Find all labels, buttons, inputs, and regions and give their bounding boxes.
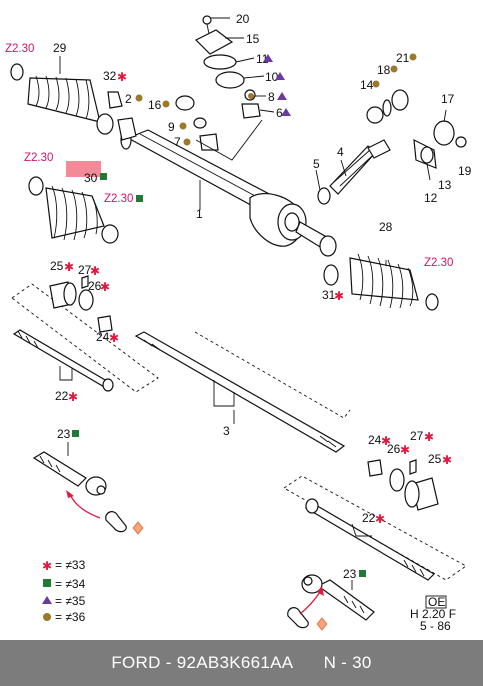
tie-rod-22-left: [12, 329, 114, 392]
label-23-right: 23: [343, 567, 357, 581]
stamp-box-text: OE: [428, 595, 445, 609]
part-labels: 20 15 11 10 8 6 29 32 2 16 9 7 21 18 14 …: [50, 12, 472, 581]
label-16: 16: [148, 98, 162, 112]
label-8: 8: [268, 90, 275, 104]
label-1: 1: [196, 207, 203, 221]
legend-text-0: = ≠33: [55, 558, 86, 572]
torque-label-3: Z2.30: [104, 193, 133, 205]
svg-text:✱: ✱: [64, 260, 74, 274]
torque-labels: Z2.30 Z2.30 Z2.30 Z2.30: [5, 43, 453, 269]
label-6: 6: [276, 106, 283, 120]
inner-left-parts: [49, 275, 113, 333]
footer-page-number: N - 30: [323, 653, 372, 672]
legend-star-icon: ✱: [42, 559, 52, 573]
rack-housing: [120, 129, 337, 257]
svg-text:✱: ✱: [334, 289, 344, 303]
label-25-left: 25: [50, 259, 64, 273]
label-14: 14: [360, 78, 374, 92]
svg-text:✱: ✱: [381, 434, 391, 448]
label-9: 9: [168, 120, 175, 134]
label-5: 5: [313, 157, 320, 171]
label-22-left: 22: [55, 389, 69, 403]
footer-spacer: [293, 653, 323, 673]
label-7: 7: [174, 135, 181, 149]
symbol-markers: ✱ ✱ ✱ ✱ ✱ ✱ ✱ ✱ ✱ ✱ ✱ ✱: [64, 53, 452, 577]
pinion-small-parts: [107, 91, 219, 151]
svg-text:✱: ✱: [375, 512, 385, 526]
label-4: 4: [337, 145, 344, 159]
label-10: 10: [265, 70, 279, 84]
label-19: 19: [458, 164, 472, 178]
torque-label-2: Z2.30: [24, 152, 53, 164]
label-12: 12: [424, 191, 438, 205]
svg-text:✱: ✱: [400, 443, 410, 457]
footer-part-number: FORD - 92AB3K661AA: [111, 653, 294, 672]
highlight-marker: [66, 161, 101, 177]
tie-rod-end-23-right: [301, 574, 375, 621]
label-23-left: 23: [57, 427, 71, 441]
stamp-line-2: 5 - 86: [420, 619, 451, 633]
legend-text-3: = ≠36: [55, 610, 86, 624]
label-27-right: 27: [410, 429, 424, 443]
label-3: 3: [223, 424, 230, 438]
label-24-right: 24: [368, 433, 382, 447]
label-30: 30: [84, 171, 98, 185]
clip-31: [323, 264, 339, 286]
svg-text:✱: ✱: [442, 453, 452, 467]
tie-rod-22-right: [304, 498, 435, 581]
rack-bar-3: [134, 331, 351, 453]
torque-label-1: Z2.30: [5, 43, 34, 55]
legend-circle-icon: [43, 613, 51, 621]
legend: ✱ = ≠33 = ≠34 = ≠35 = ≠36: [42, 558, 86, 624]
steering-rack-exploded-diagram: 20 15 11 10 8 6 29 32 2 16 9 7 21 18 14 …: [5, 12, 472, 633]
split-pin-right: [287, 586, 328, 631]
drawing-stamp: OE H 2.20 F 5 - 86: [410, 595, 456, 633]
svg-text:✱: ✱: [117, 70, 127, 84]
reference-box-upper: [11, 283, 159, 393]
label-29: 29: [53, 41, 67, 55]
legend-square-icon: [43, 579, 51, 587]
svg-text:✱: ✱: [68, 390, 78, 404]
label-18: 18: [377, 63, 391, 77]
bellows-28: [349, 253, 439, 311]
label-15: 15: [246, 32, 260, 46]
label-27-left: 27: [78, 263, 92, 277]
label-32: 32: [103, 69, 117, 83]
label-25-right: 25: [428, 452, 442, 466]
bellows-29: [10, 63, 114, 135]
bellows-30: [28, 176, 119, 244]
split-pin-left: [66, 490, 144, 535]
svg-text:✱: ✱: [90, 264, 100, 278]
legend-text-1: = ≠34: [55, 577, 86, 591]
torque-label-4: Z2.30: [424, 257, 453, 269]
label-11: 11: [256, 52, 269, 66]
label-24-left: 24: [96, 330, 110, 344]
svg-text:✱: ✱: [109, 331, 119, 345]
label-21: 21: [396, 51, 410, 65]
stamp-line-1: H 2.20 F: [410, 607, 456, 621]
legend-text-2: = ≠35: [55, 594, 86, 608]
reference-box-lower: [283, 475, 467, 581]
inner-right-parts: [367, 459, 439, 511]
tie-rod-end-23-left: [32, 451, 107, 496]
svg-text:✱: ✱: [100, 280, 110, 294]
label-17: 17: [441, 92, 455, 106]
legend-triangle-icon: [42, 596, 52, 604]
label-26-left: 26: [88, 279, 102, 293]
label-13: 13: [438, 178, 452, 192]
label-28: 28: [379, 220, 393, 234]
footer-bar: FORD - 92AB3K661AA N - 30: [0, 640, 483, 686]
label-26-right: 26: [387, 442, 401, 456]
label-31: 31: [322, 288, 336, 302]
label-2: 2: [125, 92, 132, 106]
svg-text:✱: ✱: [424, 430, 434, 444]
label-22-right: 22: [362, 511, 376, 525]
leader-lines: [59, 17, 447, 590]
label-20: 20: [236, 12, 250, 26]
